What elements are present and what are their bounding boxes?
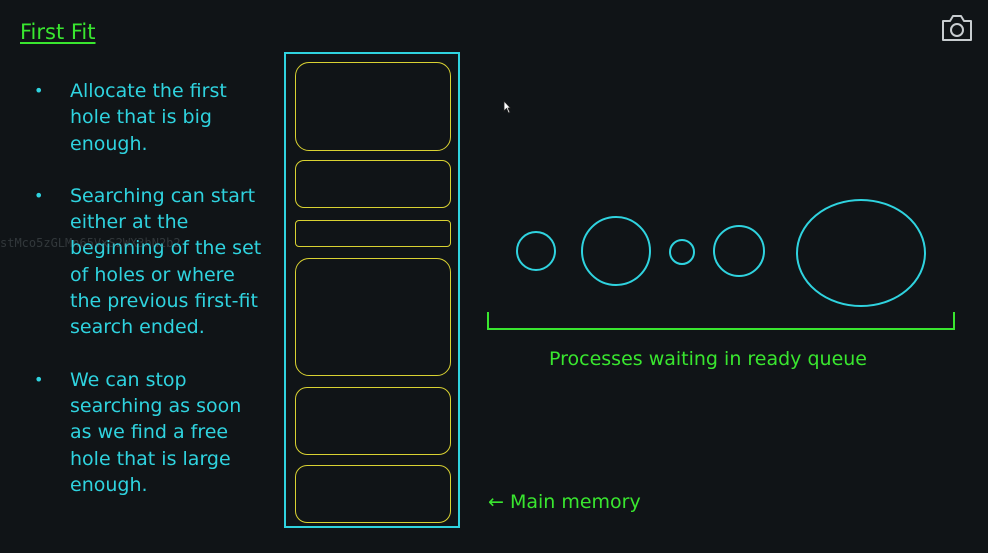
camera-icon[interactable] (940, 12, 974, 44)
memory-block (295, 387, 451, 455)
process-circle (581, 216, 651, 286)
queue-bracket (487, 312, 955, 330)
bullet-text: Allocate the first hole that is big enou… (70, 80, 227, 155)
process-circle (796, 199, 926, 307)
memory-block (295, 160, 451, 208)
bullet-item: • Searching can start either at the begi… (34, 183, 284, 341)
main-memory-label: ← Main memory (488, 491, 641, 513)
bullet-item: • Allocate the first hole that is big en… (34, 78, 284, 157)
bullet-dot: • (34, 81, 44, 100)
process-circle (713, 225, 765, 277)
watermark: stMco5zGLMn65VxS2WX3hN2b2 (0, 236, 181, 250)
memory-block (295, 465, 451, 523)
memory-block (295, 62, 451, 151)
memory-block (295, 258, 451, 376)
bullet-text: We can stop searching as soon as we find… (70, 368, 242, 496)
bullet-dot: • (34, 185, 44, 205)
bullet-item: • We can stop searching as soon as we fi… (34, 367, 284, 498)
bullet-dot: • (34, 369, 44, 389)
memory-block (295, 220, 451, 247)
slide-title: First Fit (20, 20, 96, 44)
main-memory-diagram (284, 52, 460, 528)
process-circle (516, 231, 556, 271)
bullet-list: • Allocate the first hole that is big en… (34, 78, 284, 524)
bullet-text: Searching can start either at the beginn… (70, 184, 262, 339)
ready-queue-label: Processes waiting in ready queue (549, 348, 867, 370)
process-circle (669, 239, 695, 265)
mouse-pointer-icon (503, 100, 511, 114)
